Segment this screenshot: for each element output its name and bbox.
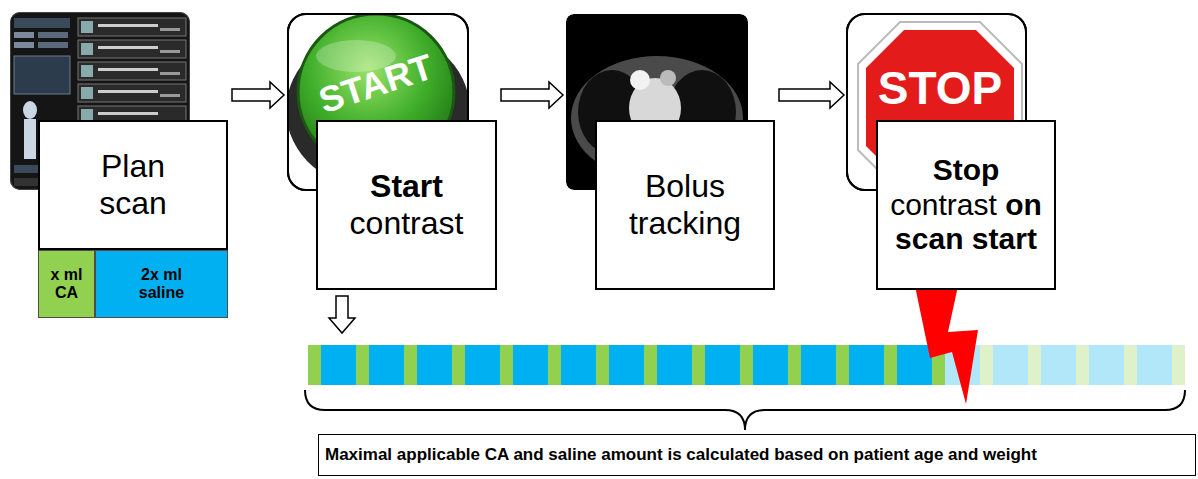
step-label: x ml CA bbox=[42, 266, 91, 303]
bar-segment bbox=[1172, 345, 1185, 385]
bar-segment bbox=[897, 345, 932, 385]
bar-segment bbox=[356, 345, 369, 385]
sign-text: STOP bbox=[878, 61, 1002, 115]
bar-segment bbox=[513, 345, 548, 385]
bar-segment bbox=[596, 345, 609, 385]
bar-segment bbox=[561, 345, 596, 385]
step-box: Stop contrast on scan start bbox=[876, 120, 1056, 290]
bar-segment bbox=[369, 345, 404, 385]
flow-arrow bbox=[501, 82, 563, 108]
step-label: Plan scan bbox=[80, 148, 186, 222]
step-label: Maximal applicable CA and saline amount … bbox=[325, 445, 1189, 465]
bar-segment bbox=[801, 345, 836, 385]
lightning-bolt bbox=[915, 286, 978, 404]
step-label: Bolus tracking bbox=[605, 168, 765, 242]
bar-segment bbox=[993, 345, 1028, 385]
bar-segment bbox=[548, 345, 561, 385]
bar-segment bbox=[404, 345, 417, 385]
bar-segment bbox=[1089, 345, 1124, 385]
bar-segment bbox=[452, 345, 465, 385]
bar-segment bbox=[1137, 345, 1172, 385]
down-arrow bbox=[329, 296, 355, 333]
bar-segment bbox=[692, 345, 705, 385]
bar-segment bbox=[1124, 345, 1137, 385]
step-box: Plan scan bbox=[38, 120, 228, 250]
bar-segment bbox=[1041, 345, 1076, 385]
step-box: Bolus tracking bbox=[595, 120, 775, 290]
bar-segment bbox=[321, 345, 356, 385]
bar-segment bbox=[500, 345, 513, 385]
amount-segment: 2x ml saline bbox=[95, 250, 228, 318]
bar-segment bbox=[849, 345, 884, 385]
bar-segment bbox=[644, 345, 657, 385]
bar-segment bbox=[884, 345, 897, 385]
step-label: Start contrast bbox=[326, 168, 487, 242]
step-box: Start contrast bbox=[316, 120, 497, 290]
bar-segment bbox=[1076, 345, 1089, 385]
bar-segment bbox=[740, 345, 753, 385]
bar-segment bbox=[788, 345, 801, 385]
bar-segment bbox=[417, 345, 452, 385]
flow-arrow bbox=[779, 82, 844, 108]
bar-segment bbox=[753, 345, 788, 385]
note-box: Maximal applicable CA and saline amount … bbox=[318, 434, 1196, 476]
step-label: Stop contrast on scan start bbox=[886, 153, 1046, 257]
infusion-bar bbox=[308, 345, 1185, 385]
bar-segment bbox=[465, 345, 500, 385]
step-label: 2x ml saline bbox=[118, 266, 205, 303]
bar-segment bbox=[1028, 345, 1041, 385]
bar-segment bbox=[308, 345, 321, 385]
amount-segment: x ml CA bbox=[38, 250, 95, 318]
flow-arrow bbox=[232, 82, 284, 108]
stop-sign-picture bbox=[847, 14, 1026, 192]
curly-brace bbox=[305, 390, 1185, 430]
bar-segment bbox=[657, 345, 692, 385]
bar-segment bbox=[609, 345, 644, 385]
bar-segment bbox=[836, 345, 849, 385]
bar-segment bbox=[980, 345, 993, 385]
bar-segment bbox=[705, 345, 740, 385]
